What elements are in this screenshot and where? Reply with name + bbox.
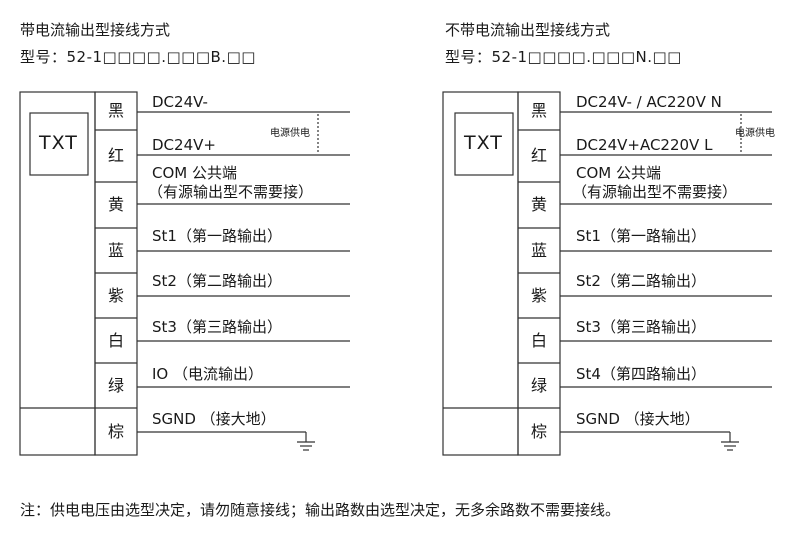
right-color-red: 红 (531, 146, 548, 165)
right-color-brown: 棕 (531, 422, 548, 441)
right-wire-4-label: St1（第一路输出） (576, 227, 706, 245)
right-wire-1-label: DC24V- / AC220V N (576, 93, 722, 111)
right-wire-8-label: SGND （接大地） (576, 410, 700, 428)
right-color-blue: 蓝 (531, 241, 548, 260)
left-color-black: 黑 (108, 101, 125, 120)
right-color-green: 绿 (531, 376, 548, 395)
left-color-green: 绿 (108, 376, 125, 395)
left-wire-3-label-a: COM 公共端 (152, 164, 237, 182)
right-color-black: 黑 (531, 101, 548, 120)
right-color-white: 白 (531, 331, 548, 350)
left-color-white: 白 (108, 331, 125, 350)
left-ground-icon (297, 432, 315, 451)
left-color-purple: 紫 (108, 286, 125, 305)
right-color-purple: 紫 (531, 286, 548, 305)
left-power-label: 电源供电 (270, 128, 310, 139)
right-wire-7-label: St4（第四路输出） (576, 365, 706, 383)
left-device-label: TXT (39, 132, 78, 154)
left-color-yellow: 黄 (108, 195, 125, 214)
left-model: 型号：52-1□□□□.□□□B.□□ (20, 48, 256, 66)
right-wire-6-label: St3（第三路输出） (576, 318, 706, 336)
left-wire-3-label-b: （有源输出型不需要接） (148, 183, 314, 201)
left-wire-1-label: DC24V- (152, 93, 208, 111)
right-ground-icon (721, 432, 739, 451)
left-wire-4-label: St1（第一路输出） (152, 227, 282, 245)
left-wire-2-label: DC24V+ (152, 136, 216, 154)
right-wire-3-label-a: COM 公共端 (576, 164, 661, 182)
right-device-label: TXT (464, 132, 503, 154)
left-wire-5-label: St2（第二路输出） (152, 272, 282, 290)
right-title: 不带电流输出型接线方式 (445, 21, 611, 39)
left-txt-box (29, 112, 89, 176)
right-color-yellow: 黄 (531, 195, 548, 214)
left-wire-8-label: SGND （接大地） (152, 410, 276, 428)
left-title: 带电流输出型接线方式 (20, 21, 171, 39)
left-wire-7-label: IO （电流输出） (152, 365, 263, 383)
left-wire-6-label: St3（第三路输出） (152, 318, 282, 336)
left-color-brown: 棕 (108, 422, 125, 441)
left-color-red: 红 (108, 146, 125, 165)
right-txt-box (454, 112, 514, 176)
right-wire-2-label: DC24V+AC220V L (576, 136, 713, 154)
right-wire-3-label-b: （有源输出型不需要接） (572, 183, 738, 201)
footer-note: 注：供电电压由选型决定，请勿随意接线；输出路数由选型决定，无多余路数不需要接线。 (20, 501, 621, 519)
right-model: 型号：52-1□□□□.□□□N.□□ (445, 48, 682, 66)
right-wire-5-label: St2（第二路输出） (576, 272, 706, 290)
right-power-label: 电源供电 (735, 128, 775, 139)
left-color-blue: 蓝 (108, 241, 125, 260)
